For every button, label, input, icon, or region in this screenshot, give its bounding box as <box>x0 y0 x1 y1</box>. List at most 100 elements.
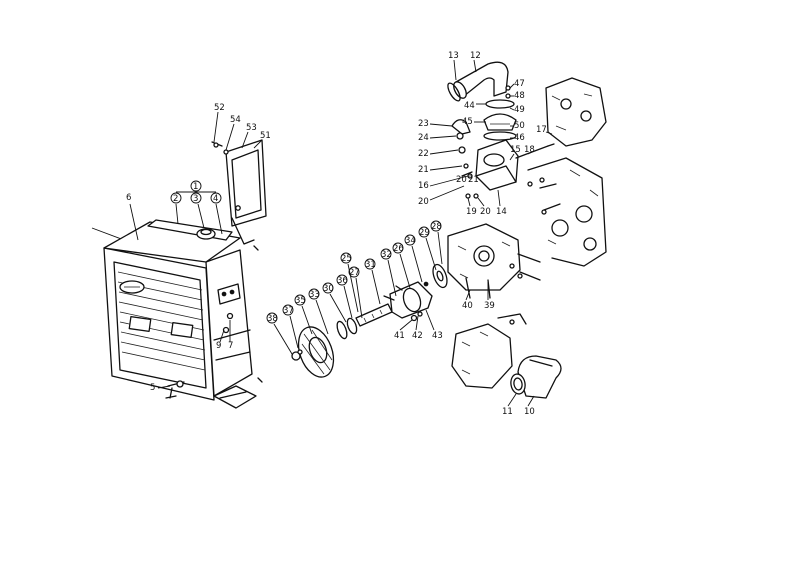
svg-text:50: 50 <box>514 121 525 131</box>
svg-text:20: 20 <box>456 175 467 185</box>
svg-text:32: 32 <box>381 250 392 260</box>
callout-34: 34 <box>404 234 423 283</box>
engine-block-phantom <box>527 77 607 267</box>
callout-labels: 52 54 53 51 1 2 <box>126 51 553 417</box>
thermostat-housing-assembly <box>447 61 555 199</box>
callout-10: 10 <box>524 395 535 417</box>
callout-29: 29 <box>418 226 437 271</box>
svg-text:6: 6 <box>126 193 131 203</box>
svg-text:52: 52 <box>214 103 225 113</box>
callout-42: 42 <box>412 315 423 341</box>
svg-text:35: 35 <box>295 296 306 306</box>
callout-45: 45 <box>462 117 486 127</box>
svg-text:45: 45 <box>462 117 473 127</box>
svg-text:53: 53 <box>246 123 257 133</box>
svg-text:49: 49 <box>514 105 525 115</box>
svg-text:54: 54 <box>230 115 241 125</box>
callout-1: 1 <box>176 180 216 193</box>
svg-text:21: 21 <box>418 165 429 175</box>
callout-51: 51 <box>253 131 271 149</box>
svg-text:47: 47 <box>514 79 525 89</box>
callout-24: 24 <box>418 133 457 143</box>
svg-text:48: 48 <box>514 91 525 101</box>
svg-text:14: 14 <box>496 207 507 217</box>
svg-text:44: 44 <box>464 101 475 111</box>
svg-text:5: 5 <box>150 383 155 393</box>
svg-text:29: 29 <box>419 228 430 238</box>
callout-17: 17 <box>536 125 553 135</box>
callout-47: 47 <box>509 79 525 89</box>
callout-20: 20 <box>456 175 467 185</box>
svg-text:13: 13 <box>448 51 459 61</box>
callout-4: 4 <box>210 192 223 235</box>
callout-27: 27 <box>348 266 363 319</box>
svg-text:19: 19 <box>466 207 477 217</box>
callout-38: 38 <box>266 312 293 355</box>
svg-text:27: 27 <box>349 268 360 278</box>
callout-43: 43 <box>425 309 443 341</box>
svg-text:34: 34 <box>405 236 416 246</box>
callout-32: 32 <box>380 248 397 297</box>
svg-text:33: 33 <box>309 290 320 300</box>
callout-49: 49 <box>509 105 525 115</box>
callout-7: 7 <box>228 320 233 351</box>
svg-text:20: 20 <box>480 207 491 217</box>
svg-text:51: 51 <box>260 131 271 141</box>
svg-text:7: 7 <box>228 341 233 351</box>
svg-text:30: 30 <box>323 284 334 294</box>
callout-39: 39 <box>484 282 495 311</box>
svg-text:17: 17 <box>536 125 547 135</box>
svg-text:28: 28 <box>431 222 442 232</box>
callout-16: 16 <box>418 175 469 191</box>
svg-text:41: 41 <box>394 331 405 341</box>
callout-3: 3 <box>190 192 205 229</box>
svg-text:20: 20 <box>418 197 429 207</box>
callout-5: 5 <box>150 383 171 393</box>
svg-text:2: 2 <box>173 194 178 204</box>
callout-26: 26 <box>392 242 411 289</box>
svg-text:9: 9 <box>216 341 221 351</box>
callout-36: 36 <box>336 274 353 319</box>
callout-50: 50 <box>510 121 525 131</box>
svg-text:25: 25 <box>341 254 352 264</box>
callout-40: 40 <box>462 289 473 311</box>
svg-text:31: 31 <box>365 260 376 270</box>
callout-31: 31 <box>364 258 381 305</box>
cylinder-head-phantom <box>447 223 541 299</box>
callout-48: 48 <box>510 91 525 101</box>
callout-6: 6 <box>126 193 139 241</box>
callout-19: 19 <box>466 197 477 217</box>
callout-11: 11 <box>502 393 517 417</box>
water-pump-assembly <box>291 263 448 378</box>
callout-30: 30 <box>322 282 347 323</box>
shroud-panel <box>211 139 267 245</box>
callout-52: 52 <box>213 103 225 143</box>
callout-14: 14 <box>496 189 507 217</box>
callout-53: 53 <box>241 123 257 149</box>
callout-46: 46 <box>510 133 525 143</box>
svg-text:37: 37 <box>283 306 294 316</box>
callout-25: 25 <box>340 252 359 313</box>
callout-15: 15 <box>509 145 521 161</box>
svg-text:46: 46 <box>514 133 525 143</box>
svg-text:39: 39 <box>484 301 495 311</box>
callout-12: 12 <box>470 51 481 73</box>
svg-text:36: 36 <box>337 276 348 286</box>
callout-35: 35 <box>294 294 313 335</box>
svg-text:1: 1 <box>193 182 198 192</box>
svg-text:38: 38 <box>267 314 278 324</box>
svg-text:11: 11 <box>502 407 513 417</box>
lower-hose-assembly <box>451 313 562 399</box>
svg-text:43: 43 <box>432 331 443 341</box>
svg-text:16: 16 <box>418 181 429 191</box>
svg-text:12: 12 <box>470 51 481 61</box>
callout-20-c: 20 <box>477 197 491 217</box>
callout-18: 18 <box>524 145 535 155</box>
svg-text:21: 21 <box>468 175 479 185</box>
svg-text:3: 3 <box>193 194 198 204</box>
callout-20-b: 20 <box>418 185 465 207</box>
callout-2: 2 <box>170 192 182 225</box>
callout-54: 54 <box>225 115 241 151</box>
callout-44: 44 <box>464 101 486 111</box>
svg-text:4: 4 <box>213 194 218 204</box>
